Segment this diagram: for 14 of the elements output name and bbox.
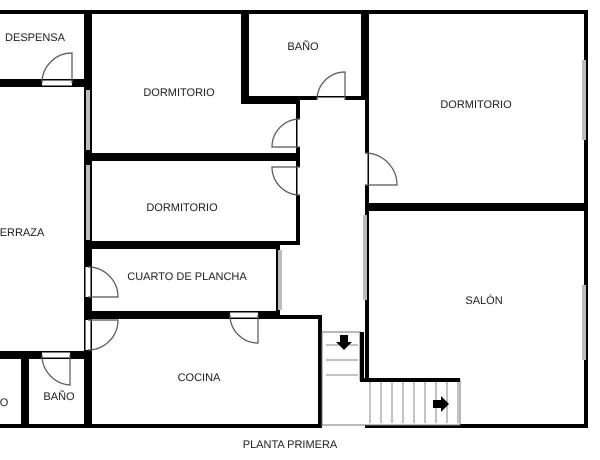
room-label: DORMITORIO: [143, 87, 215, 99]
room-label: SALÓN: [465, 295, 503, 307]
room-outline: [365, 207, 588, 428]
room-outline: [365, 10, 588, 207]
room-label: DORMITORIO: [146, 202, 218, 214]
room-label: COCINA: [178, 372, 220, 384]
room-label: ERRAZA: [0, 227, 44, 239]
plan-caption: PLANTA PRIMERA: [242, 439, 338, 451]
room-label: DORMITORIO: [440, 99, 512, 111]
room-label: O: [0, 397, 8, 409]
room-label: DESPENSA: [5, 32, 65, 44]
room-label: CUARTO DE PLANCHA: [127, 271, 247, 283]
room-label: BAÑO: [287, 41, 319, 53]
room-label: BAÑO: [43, 391, 75, 403]
